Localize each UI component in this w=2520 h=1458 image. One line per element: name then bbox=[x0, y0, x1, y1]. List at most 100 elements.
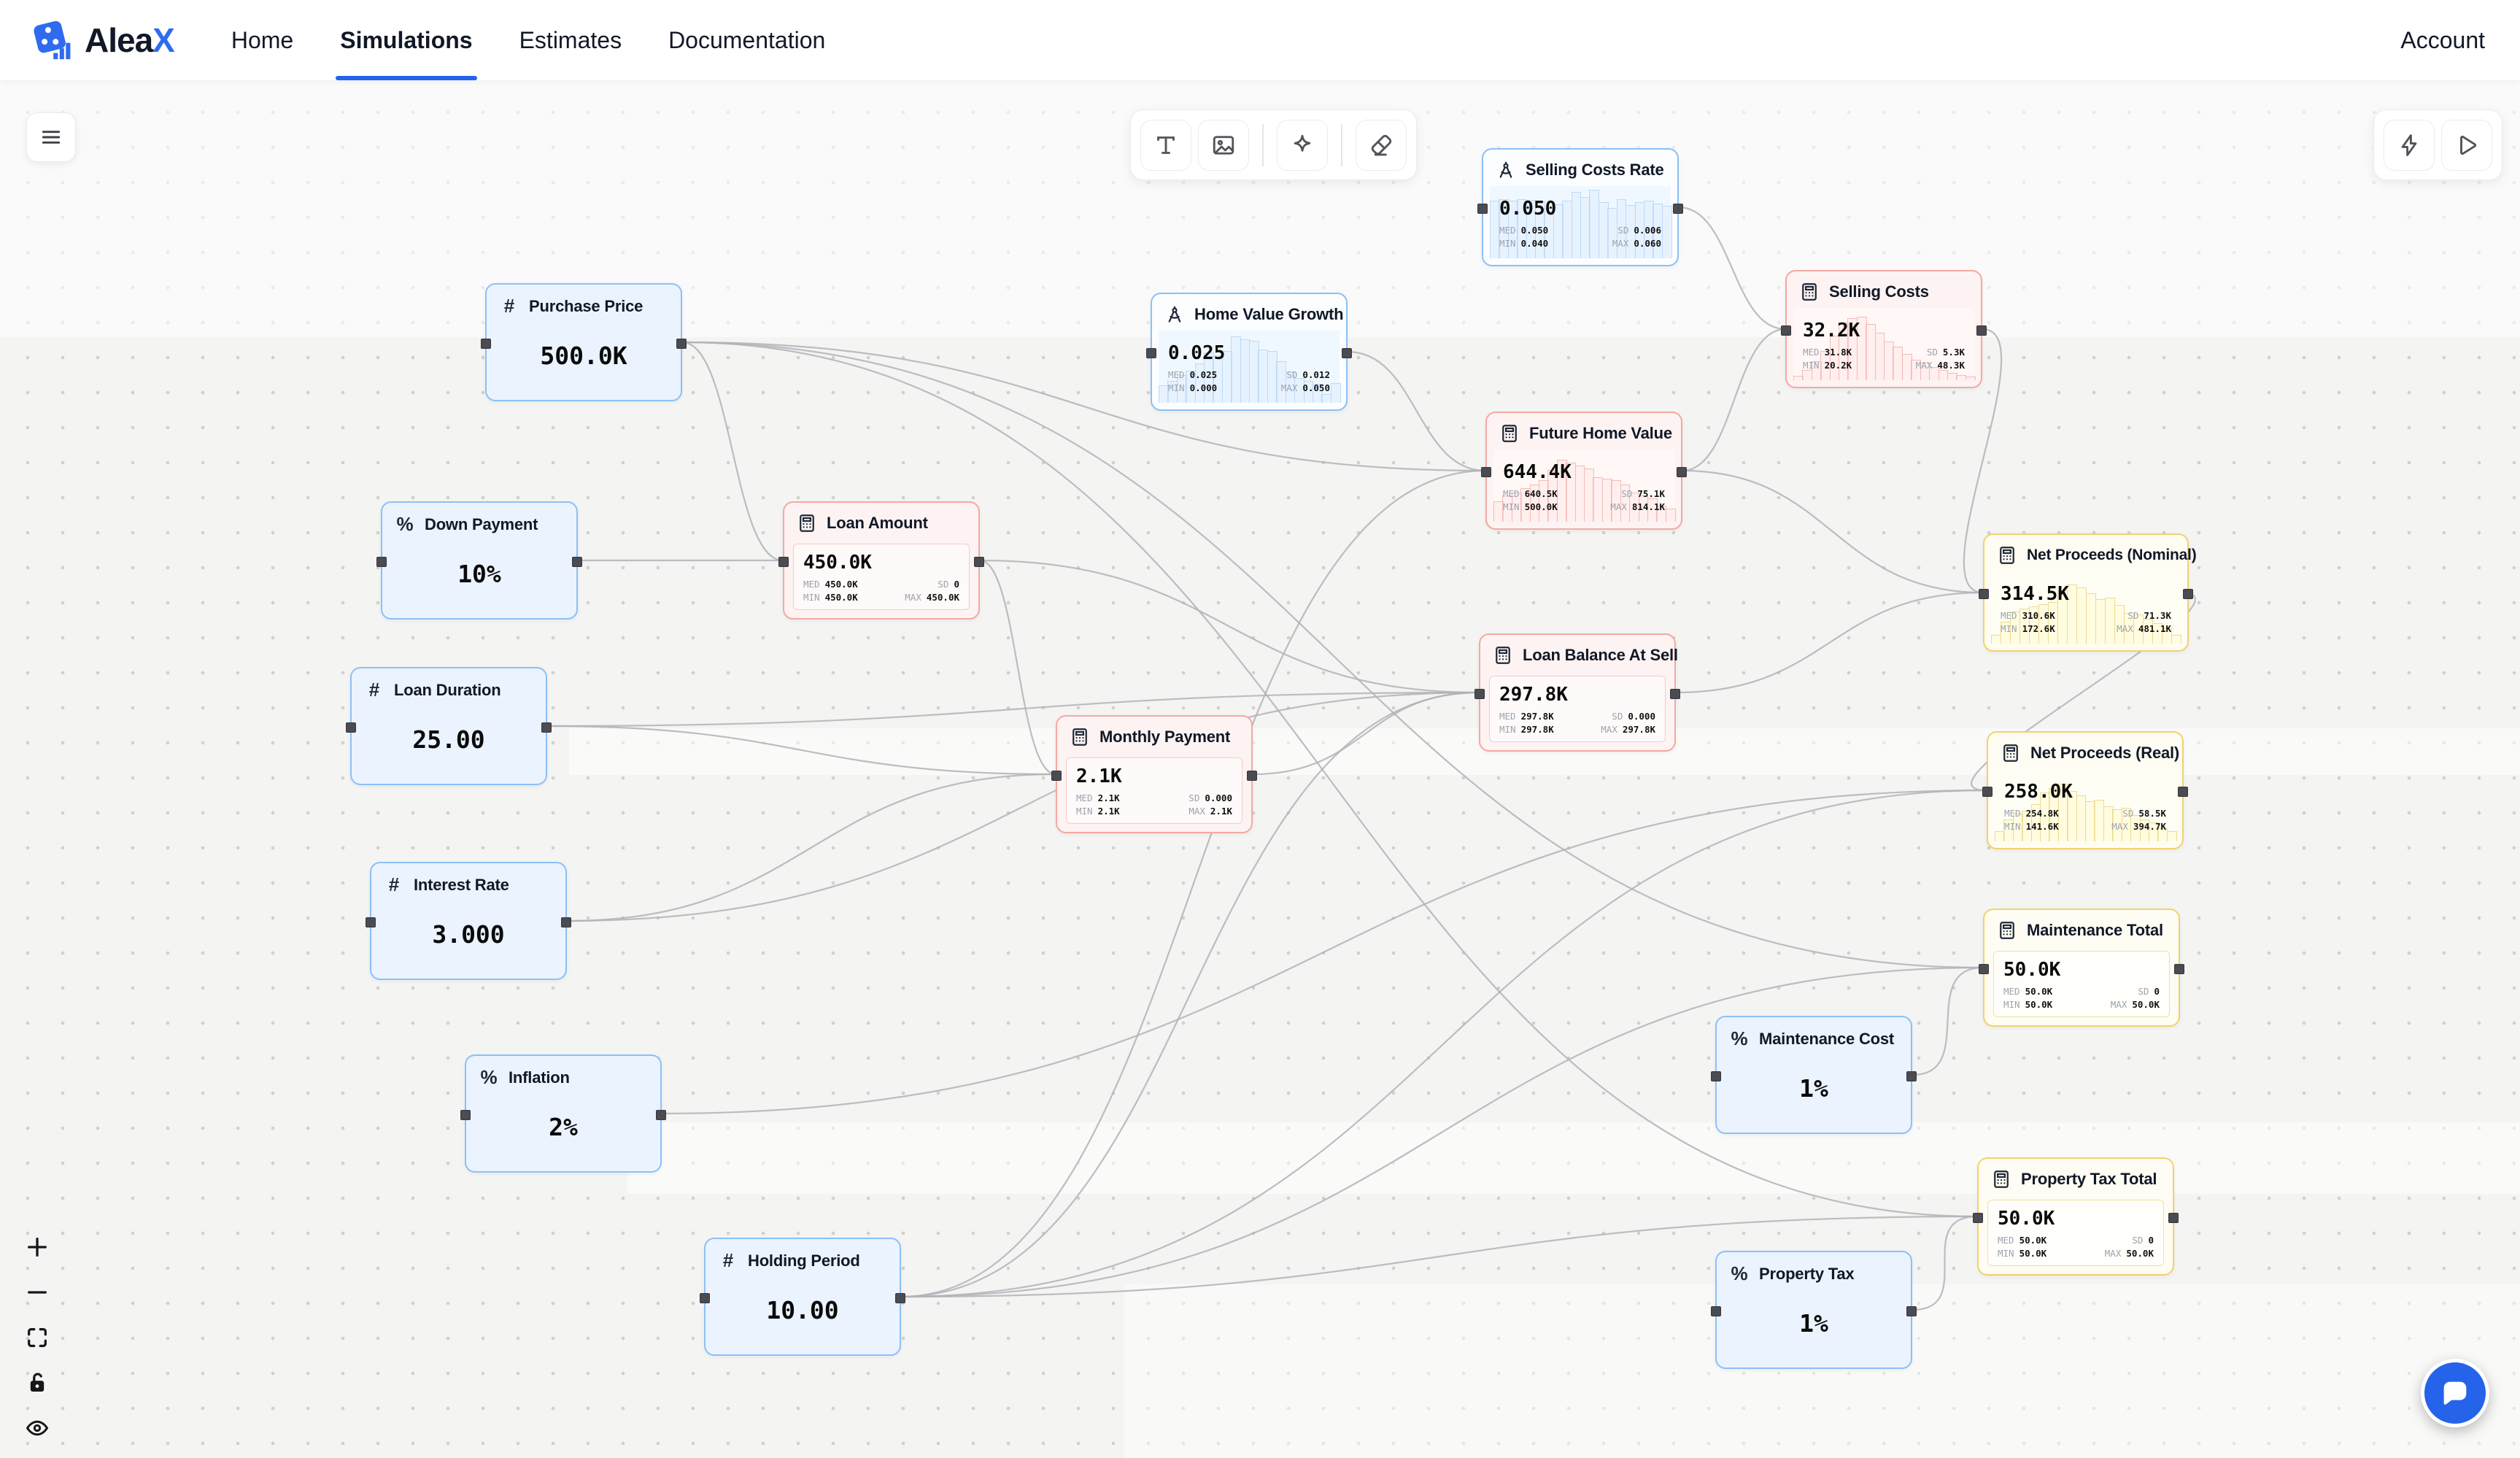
node-purchase-price[interactable]: # Purchase Price 500.0K bbox=[481, 283, 687, 401]
source-handle[interactable] bbox=[541, 722, 552, 733]
node-interest-rate[interactable]: # Interest Rate 3.000 bbox=[366, 862, 571, 980]
nav-item-documentation[interactable]: Documentation bbox=[668, 26, 826, 53]
target-handle[interactable] bbox=[1477, 204, 1488, 214]
edge[interactable] bbox=[1682, 469, 1984, 594]
source-handle[interactable] bbox=[2174, 964, 2184, 974]
source-handle[interactable] bbox=[676, 339, 687, 349]
nav-item-simulations[interactable]: Simulations bbox=[336, 0, 477, 80]
lock-button[interactable] bbox=[22, 1368, 53, 1398]
edge[interactable] bbox=[1912, 966, 1984, 1076]
chat-widget-button[interactable] bbox=[2421, 1359, 2489, 1427]
source-handle[interactable] bbox=[1906, 1306, 1917, 1316]
source-handle[interactable] bbox=[895, 1293, 905, 1303]
target-handle[interactable] bbox=[1146, 348, 1156, 358]
node-inflation[interactable]: % Inflation 2% bbox=[460, 1054, 666, 1173]
source-handle[interactable] bbox=[1342, 348, 1352, 358]
edge[interactable] bbox=[1963, 328, 2003, 594]
source-handle[interactable] bbox=[1906, 1071, 1917, 1081]
canvas-menu-button[interactable] bbox=[26, 112, 76, 162]
target-handle[interactable] bbox=[366, 917, 376, 927]
edge[interactable] bbox=[681, 341, 1486, 472]
source-handle[interactable] bbox=[2183, 589, 2193, 599]
node-loan-duration[interactable]: # Loan Duration 25.00 bbox=[346, 667, 552, 785]
node-maintenance-cost[interactable]: % Maintenance Cost 1% bbox=[1711, 1016, 1917, 1134]
target-handle[interactable] bbox=[1711, 1306, 1721, 1316]
source-handle[interactable] bbox=[2168, 1213, 2179, 1223]
target-handle[interactable] bbox=[376, 557, 387, 567]
fit-view-button[interactable] bbox=[22, 1322, 53, 1353]
brand[interactable]: AleaX bbox=[28, 17, 175, 63]
zoom-in-button[interactable] bbox=[22, 1232, 53, 1262]
nav-item-home[interactable]: Home bbox=[231, 26, 294, 53]
edge[interactable] bbox=[1682, 328, 1786, 472]
text-tool-button[interactable] bbox=[1140, 119, 1191, 171]
eraser-tool-button[interactable] bbox=[1356, 119, 1407, 171]
target-handle[interactable] bbox=[1973, 1213, 1983, 1223]
node-holding-period[interactable]: # Holding Period 10.00 bbox=[700, 1238, 905, 1356]
target-handle[interactable] bbox=[1481, 467, 1491, 477]
target-handle[interactable] bbox=[1982, 787, 1993, 797]
edge[interactable] bbox=[566, 691, 1480, 922]
run-button[interactable] bbox=[2441, 119, 2492, 171]
edge[interactable] bbox=[566, 773, 1056, 922]
source-handle[interactable] bbox=[1976, 325, 1987, 336]
edge[interactable] bbox=[979, 559, 1480, 694]
source-handle[interactable] bbox=[656, 1110, 666, 1120]
target-handle[interactable] bbox=[1979, 964, 1989, 974]
source-handle[interactable] bbox=[1247, 771, 1257, 781]
edge[interactable] bbox=[1912, 1215, 1978, 1311]
target-handle[interactable] bbox=[1781, 325, 1791, 336]
zoom-out-button[interactable] bbox=[22, 1277, 53, 1308]
image-tool-button[interactable] bbox=[1198, 119, 1249, 171]
edge[interactable] bbox=[681, 341, 784, 562]
node-down-payment[interactable]: % Down Payment 10% bbox=[376, 501, 582, 620]
edge[interactable] bbox=[1971, 591, 2196, 792]
source-handle[interactable] bbox=[1670, 689, 1680, 699]
target-handle[interactable] bbox=[1474, 689, 1485, 699]
source-handle[interactable] bbox=[561, 917, 571, 927]
edge[interactable] bbox=[900, 469, 1486, 1298]
edge[interactable] bbox=[546, 725, 1056, 776]
target-handle[interactable] bbox=[1051, 771, 1062, 781]
target-handle[interactable] bbox=[778, 557, 789, 567]
edge[interactable] bbox=[900, 1215, 1978, 1298]
node-property-tax[interactable]: % Property Tax 1% bbox=[1711, 1251, 1917, 1369]
target-handle[interactable] bbox=[1711, 1071, 1721, 1081]
visibility-button[interactable] bbox=[22, 1413, 53, 1443]
target-handle[interactable] bbox=[700, 1293, 710, 1303]
edge[interactable] bbox=[661, 789, 1987, 1115]
target-handle[interactable] bbox=[460, 1110, 471, 1120]
edge[interactable] bbox=[979, 559, 1056, 776]
nav-account-link[interactable]: Account bbox=[2400, 26, 2485, 53]
source-handle[interactable] bbox=[1677, 467, 1687, 477]
edge[interactable] bbox=[546, 691, 1480, 728]
source-handle[interactable] bbox=[572, 557, 582, 567]
quick-run-button[interactable] bbox=[2384, 119, 2435, 171]
sparkle-tool-button[interactable] bbox=[1277, 119, 1328, 171]
edge[interactable] bbox=[681, 341, 1984, 969]
nav-item-estimates[interactable]: Estimates bbox=[519, 26, 622, 53]
target-handle[interactable] bbox=[1979, 589, 1989, 599]
edge[interactable] bbox=[1252, 691, 1480, 776]
edge[interactable] bbox=[1347, 350, 1486, 472]
edge[interactable] bbox=[1675, 591, 1984, 694]
target-handle[interactable] bbox=[346, 722, 356, 733]
edge[interactable] bbox=[900, 789, 1987, 1298]
edge[interactable] bbox=[1678, 206, 1786, 331]
target-handle[interactable] bbox=[481, 339, 491, 349]
source-handle[interactable] bbox=[1673, 204, 1683, 214]
source-handle[interactable] bbox=[2178, 787, 2188, 797]
source-handle[interactable] bbox=[974, 557, 984, 567]
